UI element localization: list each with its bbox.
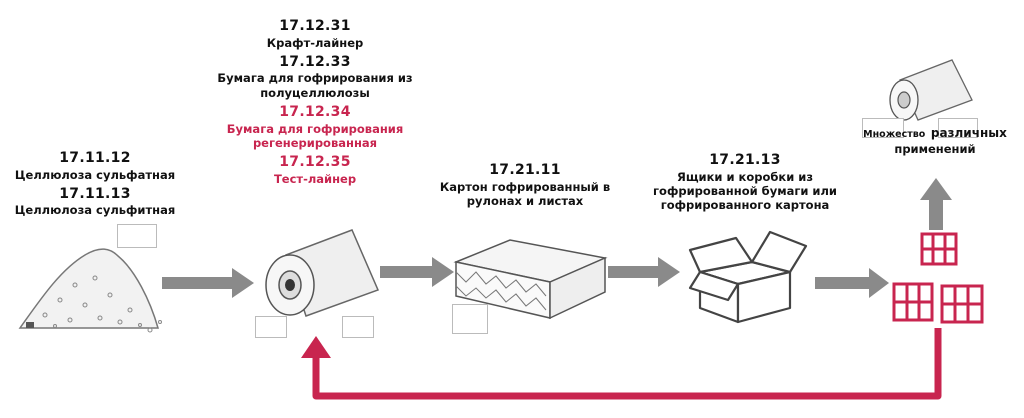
label-semichem-fluting-b: полуцеллюлозы [260,85,370,100]
red-crates-icon [892,232,984,324]
recycling-loop-arrow [312,328,942,400]
label-boxes-c: гофрированного картона [660,198,830,213]
empty-placeholder-box [938,118,978,138]
label-apps-small: Множество [863,129,926,140]
code-17-12-33: 17.12.33 [279,53,351,70]
empty-placeholder-box [117,224,157,248]
label-apps-line2: применений [894,142,976,156]
paper-labels: 17.12.31 Крафт-лайнер 17.12.33 Бумага дл… [200,18,430,186]
pulp-labels: 17.11.12 Целлюлоза сульфатная 17.11.13 Ц… [0,150,190,218]
code-17-12-34: 17.12.34 [279,104,351,121]
label-boxes-a: Ящики и коробки из [676,169,814,184]
arrow-pulp-to-paper [162,268,254,298]
small-roll-icon [889,59,973,121]
label-kraftliner: Крафт-лайнер [266,35,364,50]
code-17-11-12: 17.11.12 [59,150,131,166]
empty-placeholder-box [255,316,287,338]
boxes-labels: 17.21.13 Ящики и коробки из гофрированно… [640,152,850,213]
code-17-11-13: 17.11.13 [59,185,131,202]
code-17-21-13: 17.21.13 [709,152,781,168]
pulp-pile-icon [18,248,162,333]
label-board-a: Картон гофрированный в [439,179,611,194]
label-sulfate-pulp: Целлюлоза сульфатная [14,167,176,182]
empty-placeholder-box [342,316,374,338]
arrow-to-many-applications [920,178,952,230]
code-17-12-35: 17.12.35 [279,154,351,171]
arrow-boxes-to-applications [815,268,889,298]
empty-placeholder-box [862,118,904,138]
code-17-21-11: 17.21.11 [489,162,561,178]
label-board-b: рулонах и листах [466,193,584,208]
label-recycled-fluting-b: регенерированная [252,136,378,150]
label-recycled-fluting-a: Бумага для гофрирования [226,121,404,136]
code-17-12-31: 17.12.31 [279,18,351,34]
applications-labels: Множество различных применений [855,122,1015,156]
label-sulfite-pulp: Целлюлоза сульфитная [14,203,176,218]
label-apps-line1: Множество различных [855,122,1015,142]
empty-placeholder-box [452,304,488,334]
open-box-icon [688,230,808,324]
arrow-paper-to-board [380,257,454,287]
paper-roll-icon [265,229,380,317]
corrugated-board-icon [453,239,608,320]
label-testliner: Тест-лайнер [273,171,357,186]
recycling-arrow-head [301,336,331,358]
arrow-board-to-boxes [608,257,680,287]
board-labels: 17.21.11 Картон гофрированный в рулонах … [425,162,625,208]
label-apps-big: различных [930,126,1007,140]
label-semichem-fluting-a: Бумага для гофрирования из [217,71,413,86]
label-boxes-b: гофрированной бумаги или [653,183,837,198]
